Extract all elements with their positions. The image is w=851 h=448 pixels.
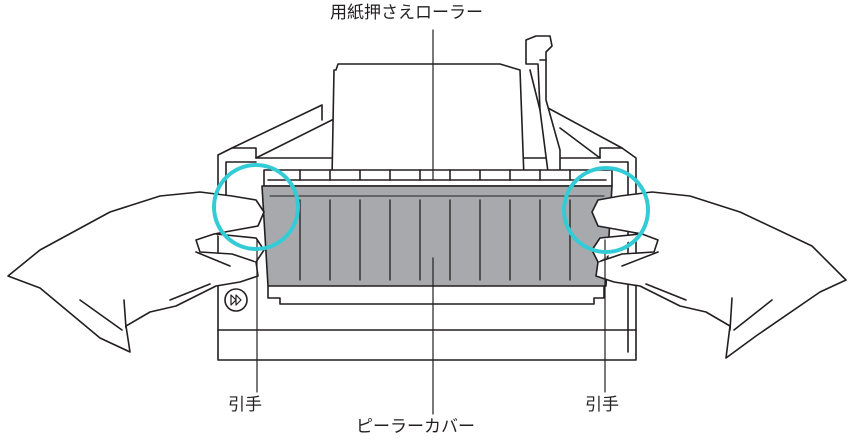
fast-forward-icon [224, 288, 248, 312]
paper-roller-label: 用紙押さえローラー [330, 3, 483, 23]
handle-right-label: 引手 [585, 395, 619, 415]
release-lever [525, 35, 561, 173]
highlight-circle-left [212, 163, 300, 251]
paper-press-roller [263, 169, 613, 187]
leader-lines [256, 29, 606, 415]
handle-left-label: 引手 [228, 395, 262, 415]
right-hand [591, 191, 847, 359]
peeler-cover-label: ピーラーカバー [356, 417, 475, 437]
paper-roll [331, 63, 525, 179]
highlight-circle-right [562, 166, 650, 254]
peeler-cover [261, 185, 613, 305]
left-hand [7, 191, 265, 353]
